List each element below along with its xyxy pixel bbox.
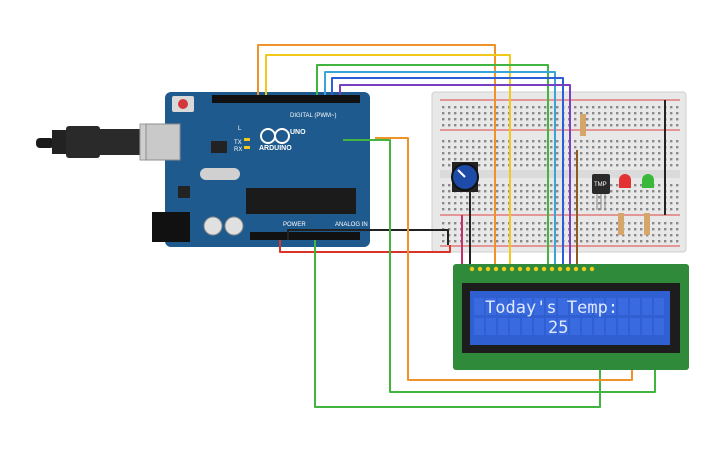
wire-orange-2 [375,137,633,381]
lcd-line-1: Today's Temp: [485,298,618,318]
lcd-line-2: 25 [548,318,568,338]
wire-green-analog [314,240,601,408]
microcontroller-chip [246,188,356,214]
wires [257,44,666,408]
wire-green-2 [343,139,656,393]
digital-label: DIGITAL (PWM~) [290,113,337,119]
lcd-character-grid [474,298,664,335]
led-tx-label: TX [234,140,242,146]
led-green[interactable] [642,174,654,188]
power-label: POWER [283,222,306,228]
resistor-1 [580,114,586,136]
digital-header [212,95,360,103]
wire-purple-1 [339,84,571,265]
resistors [580,114,650,235]
arduino-brand: ARDUINO [259,145,292,152]
analog-power-header [250,232,360,240]
arduino-board[interactable]: ARDUINO UNO DIGITAL (PWM~) ANALOG IN POW… [145,92,370,247]
wire-cyan-1 [324,71,556,265]
resistor-3 [644,213,650,235]
led-l-label: L [238,126,242,132]
arduino-model: UNO [290,129,306,136]
led-rx-label: RX [234,147,242,153]
sensor-label: TMP [594,182,607,188]
analog-label: ANALOG IN [335,222,368,228]
wire-green-1 [316,64,549,265]
wire-red-power [279,240,451,253]
wire-yellow-1 [265,54,511,265]
potentiometer[interactable] [451,162,479,192]
power-jack[interactable] [152,212,190,242]
lcd-pin-header [469,266,595,272]
wire-black-gnd [287,229,449,245]
wire-blue-1 [331,77,564,265]
lcd-module[interactable]: Today's Temp: 25 [453,264,689,370]
resistor-2 [618,213,624,235]
wire-orange-1 [257,44,496,265]
led-red[interactable] [619,174,631,188]
temperature-sensor[interactable]: TMP [592,174,610,210]
